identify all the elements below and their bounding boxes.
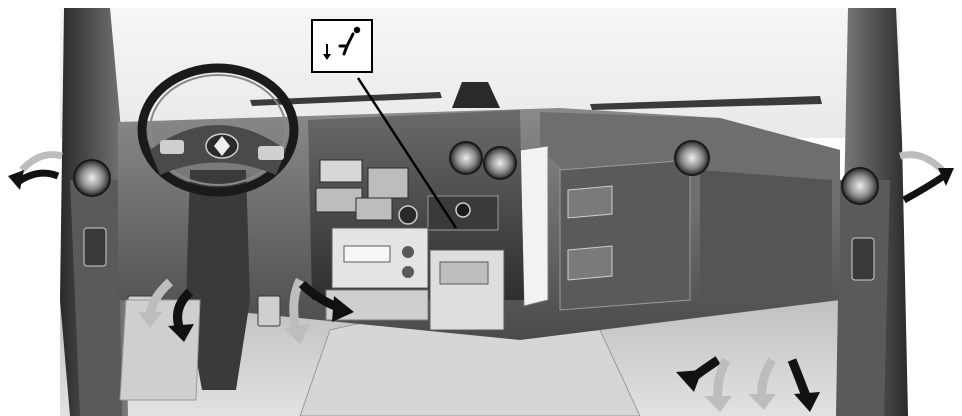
airflow-arrow-left-dark: [18, 173, 58, 182]
centre-trim-strip: [520, 146, 548, 306]
left-door-switches: [84, 228, 106, 266]
wheel-buttons-left[interactable]: [160, 140, 184, 154]
glovebox-handle-lower: [568, 246, 612, 280]
tray-handle[interactable]: [440, 262, 488, 284]
passenger-air-vent[interactable]: [675, 141, 709, 175]
left-door-air-vent[interactable]: [74, 160, 110, 196]
footwell-airflow-callout: [312, 20, 372, 72]
radio-knob-bottom[interactable]: [402, 266, 414, 278]
right-door-panel: [836, 180, 890, 416]
centre-gauge-right: [484, 147, 516, 179]
glovebox-handle-upper: [568, 186, 612, 218]
accelerator-pedal: [258, 296, 280, 326]
wheel-buttons-right[interactable]: [258, 146, 284, 160]
right-door-air-vent[interactable]: [842, 168, 878, 204]
airflow-arrow-right-light: [900, 155, 942, 170]
airflow-arrow-left-light: [22, 155, 62, 170]
climate-knob[interactable]: [456, 203, 470, 217]
control-display: [320, 160, 362, 182]
right-door-switches: [852, 238, 874, 280]
glovebox-panel: [560, 160, 690, 310]
radio-knob-top[interactable]: [402, 246, 414, 258]
driver-floor-mat: [120, 300, 200, 400]
passenger-lower-panel: [700, 170, 832, 300]
airflow-arrow-right-dark: [904, 176, 944, 200]
control-knob[interactable]: [399, 206, 417, 224]
centre-gauge-left: [450, 142, 482, 174]
radio-slot: [344, 246, 390, 262]
